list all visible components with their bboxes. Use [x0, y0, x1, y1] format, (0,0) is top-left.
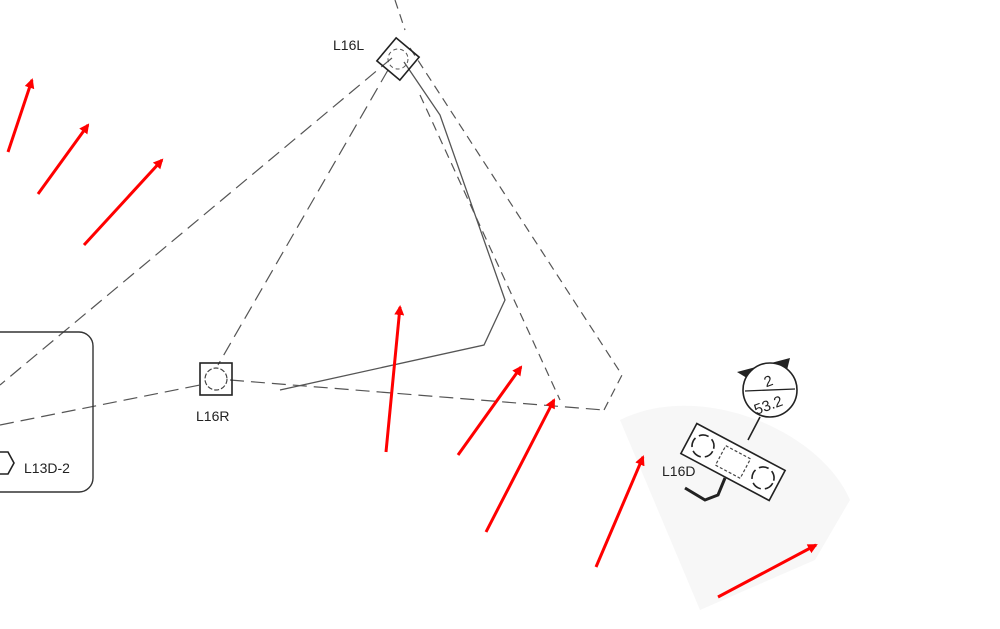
l16d-left-lamp-icon — [691, 434, 715, 458]
line-l13d2-to-l16r — [0, 384, 201, 426]
connection-lines — [0, 0, 623, 426]
red-arrow — [456, 365, 523, 456]
line-l16r-to-corner — [229, 379, 605, 411]
red-arrow — [384, 305, 405, 453]
red-arrow — [717, 543, 818, 599]
l16d-right-lamp-icon — [751, 466, 775, 490]
l16l-label: L16L — [333, 37, 364, 53]
line-l16l-up — [394, 0, 406, 31]
l13d2-hexagon-icon — [0, 451, 15, 475]
l16d-body — [679, 422, 787, 502]
l16l-circle-icon — [387, 48, 409, 70]
l13d2-label: L13D-2 — [24, 460, 70, 476]
l13d2-enclosure: L13D-2 — [0, 331, 94, 493]
tag-bubble: 2 53.2 — [737, 358, 798, 441]
scan-shading — [620, 405, 850, 610]
l16l-sensor: L16L — [333, 36, 421, 82]
l16r-square-icon — [199, 362, 233, 396]
l16r-circle-icon — [204, 367, 228, 391]
l16d-ground-icon — [684, 477, 727, 502]
red-arrow — [36, 123, 90, 195]
red-arrow — [594, 455, 645, 568]
l16d-label: L16D — [662, 463, 695, 479]
line-l16l-to-mid — [419, 94, 561, 401]
l16r-sensor: L16R — [196, 362, 233, 424]
airflow-arrows — [6, 78, 818, 599]
l16r-label: L16R — [196, 408, 229, 424]
line-l16l-to-corner — [409, 47, 623, 411]
l16d-fixture — [679, 422, 787, 502]
red-arrow — [6, 78, 35, 153]
line-l16l-to-l13d2 — [0, 57, 393, 386]
line-l16l-to-right — [279, 61, 506, 391]
red-arrow — [82, 158, 164, 247]
red-arrow — [484, 398, 556, 533]
line-l16l-to-l16r — [217, 69, 389, 366]
l16l-square-icon — [375, 36, 421, 82]
